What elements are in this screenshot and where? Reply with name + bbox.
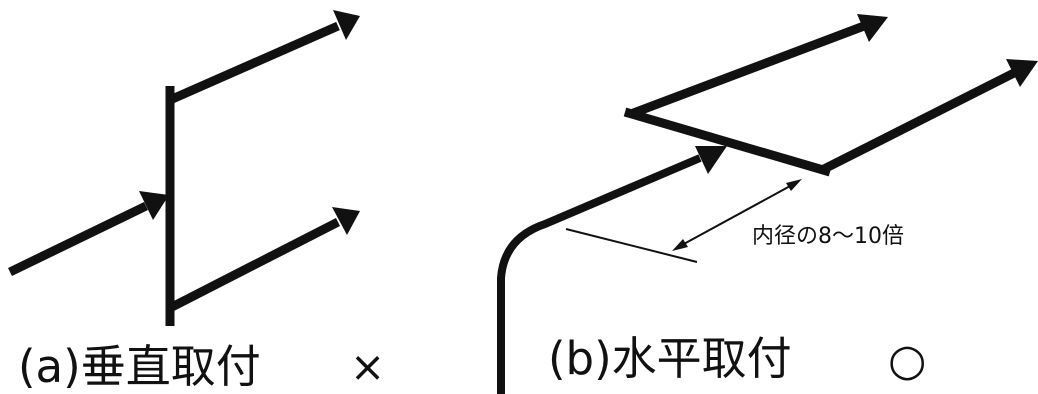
dimension-arrow-head-lower [672, 239, 688, 251]
dimension-label: 内径の8〜10倍 [752, 224, 904, 249]
lower-outlet-pipe-a [167, 217, 341, 313]
lower-outlet-pipe-b [819, 68, 1017, 175]
upper-outlet-arrow-head-a [333, 10, 360, 40]
vertical-mark-cross: × [350, 342, 385, 391]
vertical-mounting-figure [8, 10, 360, 326]
inlet-pipe-a [8, 201, 148, 277]
upper-outlet-arrow-head-b [857, 14, 888, 42]
horizontal-header [623, 107, 832, 177]
extension-line [565, 228, 698, 263]
dimension-arrow-head-upper [786, 179, 802, 191]
caption-horizontal: (b)水平取付 [548, 332, 792, 385]
lower-outlet-arrow-head-a [332, 207, 360, 235]
dimension-arrow-line [681, 184, 793, 246]
lower-outlet-arrow-head-b [1006, 59, 1038, 87]
rising-pipe-b [497, 154, 702, 394]
caption-vertical: (a)垂直取付 [18, 340, 261, 393]
upper-outlet-pipe-b [629, 21, 866, 119]
horizontal-mounting-figure [497, 14, 1038, 394]
horizontal-mark-circle: ○ [888, 335, 926, 386]
upper-outlet-pipe-a [168, 21, 340, 105]
inlet-arrow-head-b [695, 146, 727, 174]
inlet-arrow-head-a [139, 191, 169, 220]
